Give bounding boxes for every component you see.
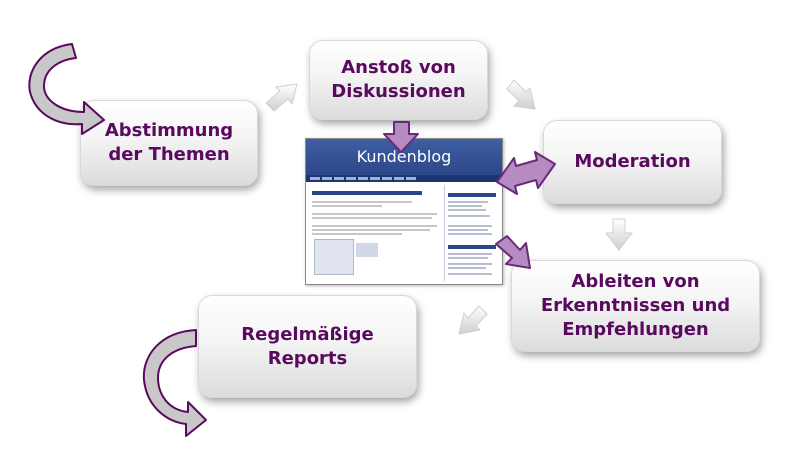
step-ableiten-line3: Empfehlungen	[562, 319, 709, 340]
step-reports-line1: Regelmäßige	[241, 323, 374, 345]
blog-screenshot: Kundenblog	[305, 138, 503, 285]
flow-arrow-4-icon	[458, 305, 488, 335]
step-moderation-box: Moderation	[543, 120, 722, 204]
purple-down-arrow-icon	[383, 121, 419, 153]
blog-navbar	[306, 175, 502, 182]
purple-diagonal-arrow-icon	[495, 235, 531, 269]
step-reports-line2: Reports	[267, 347, 348, 369]
step-ableiten-line1: Ableiten von	[571, 271, 700, 292]
flow-arrow-2-icon	[506, 79, 536, 110]
curl-arrow-bottom-icon	[142, 329, 207, 437]
blog-title: Kundenblog	[306, 139, 502, 175]
blog-post-title	[312, 191, 422, 195]
blog-sidebar	[444, 185, 500, 281]
step-ableiten-box: Ableiten von Erkenntnissen und Empfehlun…	[511, 260, 760, 352]
purple-double-arrow-icon	[496, 151, 556, 195]
step-abstimmung-box: Abstimmung der Themen	[80, 100, 258, 186]
step-abstimmung-line2: der Themen	[108, 144, 230, 165]
step-reports-box: Regelmäßige Reports	[198, 295, 417, 398]
step-anstoss-line2: Diskussionen	[331, 81, 466, 102]
step-abstimmung-line1: Abstimmung	[104, 120, 234, 141]
flow-arrow-1-icon	[265, 83, 298, 112]
step-moderation-line1: Moderation	[574, 151, 691, 172]
step-anstoss-line1: Anstoß von	[341, 57, 456, 78]
step-anstoss-box: Anstoß von Diskussionen	[309, 40, 488, 120]
curl-arrow-top-icon	[28, 43, 105, 135]
blog-post-thumbnail	[356, 243, 378, 257]
flow-arrow-3-icon	[604, 218, 634, 251]
step-ableiten-line2: Erkenntnissen und	[540, 295, 731, 316]
blog-post-image	[314, 239, 354, 275]
